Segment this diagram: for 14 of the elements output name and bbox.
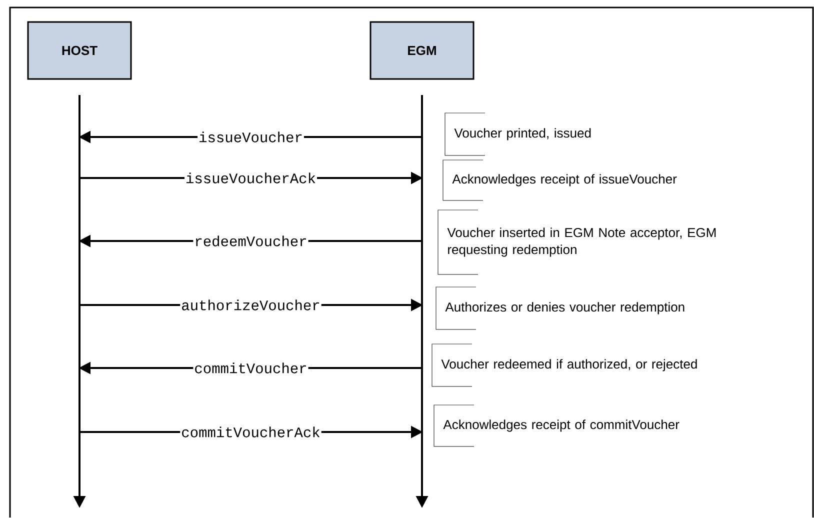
edge-label: commitVoucherAck [180, 426, 322, 438]
note-bracket: Acknowledges receipt of issueVoucher [442, 160, 677, 201]
note-bracket: Authorizes or denies voucher redemption [436, 286, 684, 330]
edge-label: issueVoucherAck [184, 172, 318, 184]
edge-label: commitVoucher [193, 362, 308, 374]
lifeline-header-box: EGM [370, 21, 474, 80]
edge-label: redeemVoucher [193, 234, 308, 248]
note-bracket: Voucher inserted in EGM Note acceptor, EGM requesting redemption [438, 210, 716, 275]
edge-label: issueVoucher [198, 130, 304, 144]
lifeline-header-box: HOST [27, 21, 132, 80]
note-bracket: Acknowledges receipt of commitVoucher [434, 404, 680, 447]
note-bracket: Voucher redeemed if authorized, or rejected [432, 344, 697, 387]
edge-label: authorizeVoucher [180, 298, 322, 312]
note-bracket: Voucher printed, issued [444, 112, 591, 156]
